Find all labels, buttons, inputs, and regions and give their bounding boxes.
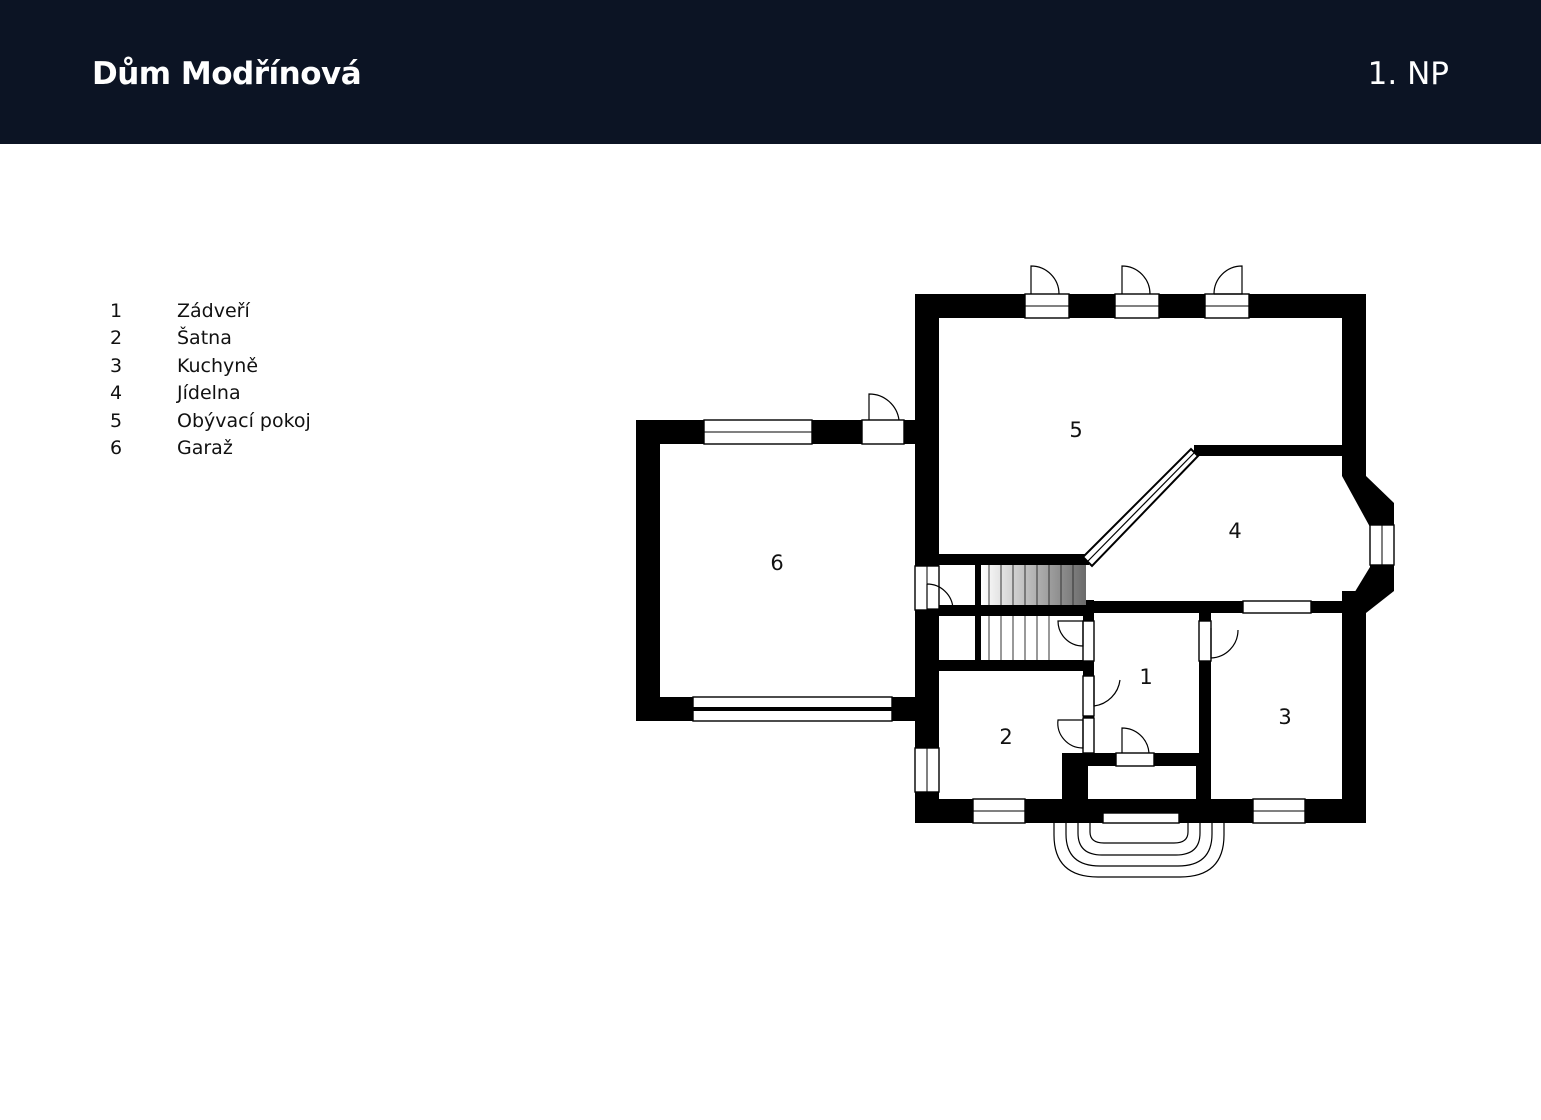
legend-number: 6	[110, 436, 123, 459]
legend-room-name: Kuchyně	[177, 354, 259, 377]
legend-number: 5	[110, 409, 123, 432]
floor-label: 1. NP	[1367, 56, 1449, 92]
staircase	[981, 565, 1086, 660]
walls	[636, 294, 1394, 823]
sliding-door	[1094, 603, 1188, 609]
legend-number: 2	[110, 327, 123, 350]
diagonal-glass-wall	[1081, 447, 1200, 568]
legend-room-name: Šatna	[177, 327, 232, 350]
room-label-2: 2	[999, 725, 1012, 749]
legend-number: 4	[110, 382, 123, 405]
room-label-5: 5	[1069, 418, 1082, 442]
page-title: Dům Modřínová	[92, 56, 362, 92]
legend-number: 3	[110, 354, 123, 377]
room-label-4: 4	[1228, 519, 1241, 543]
legend-room-name: Zádveří	[177, 300, 250, 322]
legend-room-name: Jídelna	[177, 382, 241, 405]
legend-number: 1	[110, 300, 123, 322]
legend-room-name: Obývací pokoj	[177, 409, 311, 432]
header-bar: Dům Modřínová 1. NP	[0, 0, 1541, 144]
room-label-3: 3	[1278, 705, 1291, 729]
legend-room-name: Garaž	[177, 436, 233, 459]
door-swings	[868, 265, 1243, 754]
entrance-steps	[1053, 823, 1225, 878]
room-label-6: 6	[770, 551, 783, 575]
room-label-1: 1	[1139, 665, 1152, 689]
